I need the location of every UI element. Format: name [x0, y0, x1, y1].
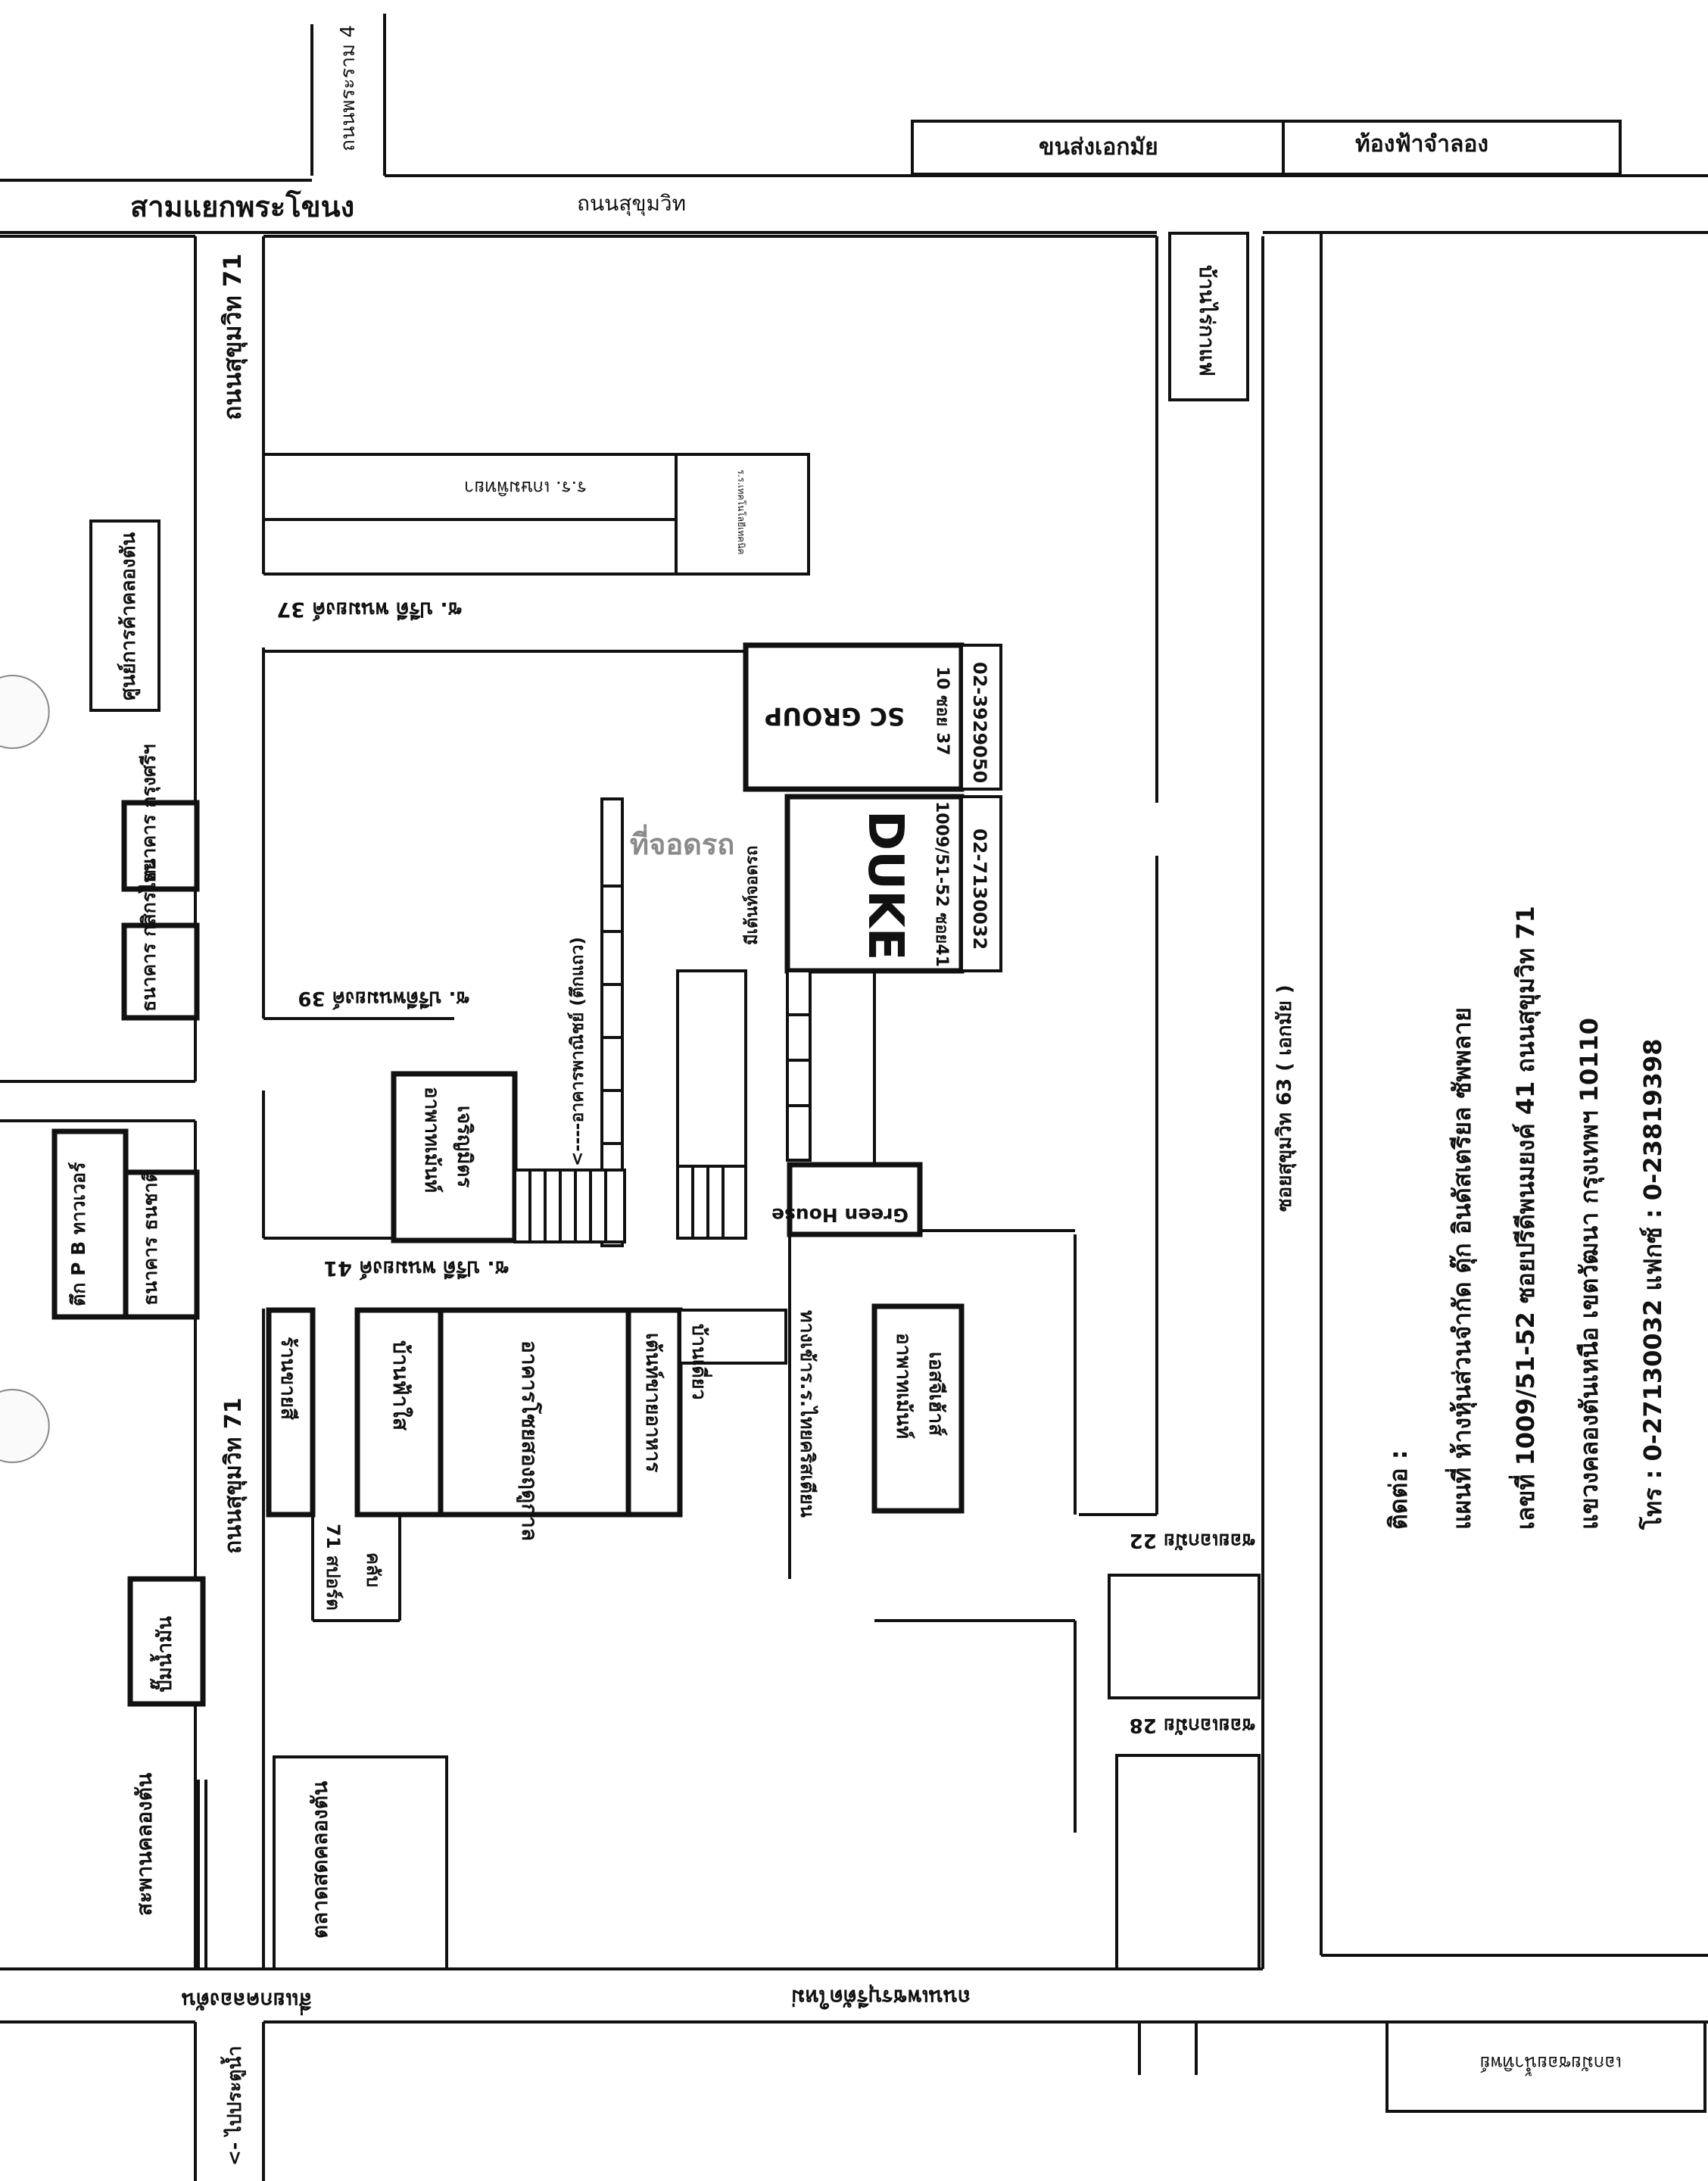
green-house-label: Green House	[771, 1204, 909, 1226]
coffee-house-label: บ้านไร่กาแฟ	[1195, 265, 1219, 376]
sg-house-box	[871, 1303, 965, 1514]
ban-fa-sai-label: บ้านฟ้าใส	[388, 1340, 413, 1431]
contact-line-4: แขวงคลองตันเหนือ เขตวัฒนา กรุงเทพฯ 10110	[1575, 1018, 1605, 1530]
middle-stairs	[676, 1165, 747, 1240]
coffee-house-box	[1168, 232, 1249, 401]
tech-school-label: ร.ร.เทคโนโลยีเทคนิค	[736, 470, 746, 554]
ekkamai-28-label: ซอยเอกมัย 28	[1130, 1714, 1255, 1736]
planetarium-box	[1282, 120, 1622, 176]
green-house-box	[787, 1162, 923, 1237]
ekkamai-22-28-block	[1108, 1574, 1261, 1699]
thai-christian-school-label: ทางเข้าร.ร.ไทยคริสเตียน	[796, 1310, 819, 1518]
sukhumvit71-bottom-label: ถนนสุขุมวิท 71	[220, 1397, 248, 1554]
row-buildings-label: <----อาคารพาณิชย์ (ตึกแถว)	[567, 937, 588, 1166]
parking-label: ที่จอดรถ	[630, 824, 734, 861]
thanachart-bank-box	[123, 1169, 200, 1320]
thanachart-bank-label: ธนาคาร ธนชาติ	[139, 1170, 161, 1306]
house-label: บ้านเดี่ยว	[688, 1324, 712, 1399]
restaurant-building-label: อาคารโซยสองฤดูกาล	[516, 1340, 543, 1541]
ekkamai-22-label: ซอยเอกมัย 22	[1130, 1529, 1255, 1552]
contact-line-2: แผนที่ ห้างหุ้นส่วนจำกัด ดุ๊ก อินดัสเตรี…	[1445, 1007, 1478, 1530]
pratunam-label: <- ไปประตูน้ำ	[220, 2045, 247, 2166]
rama4-road-label: ถนนพระราม 4	[337, 25, 360, 151]
food-tent-box	[625, 1307, 683, 1518]
contact-line-1: ติดต่อ :	[1384, 1450, 1413, 1530]
charoenmit-apartment-label: อาพาทเม้นท์	[420, 1087, 444, 1193]
kasikorn-bank-box	[121, 922, 200, 1021]
binder-hole-bottom	[0, 1389, 50, 1463]
khon-song-ekkamai-box	[911, 120, 1285, 176]
sc-group-box	[743, 642, 965, 792]
sg-house-label: อาพาทเม้นท์	[892, 1333, 915, 1439]
charoenmit-apartment-box	[391, 1071, 518, 1243]
pb-tower-label: ตึก P B ทาวเวอร์	[67, 1162, 89, 1306]
pb-tower-box	[51, 1128, 129, 1320]
middle-building-box	[676, 969, 747, 1168]
khlong-tan-bridge-lines	[197, 1780, 207, 1969]
khon-song-ekkamai-label: ขนส่งเอกมัย	[1039, 134, 1158, 161]
kasemrad-school-label: ร.ร. เกษมพิทยา	[464, 477, 587, 498]
khlong-tan-market-box	[273, 1755, 448, 1970]
kasikorn-bank-label: ธนาคาร กสิกรไทย	[137, 859, 160, 1012]
soi-41-label: ซ. ปรีดี พนมยงค์ 41	[323, 1256, 509, 1281]
khlong-tan-center-box	[89, 520, 161, 712]
krungsri-bank-label: ธนาคาร กรุงศรีฯ	[138, 744, 161, 883]
sc-group-soi: 10 ซอย 37	[933, 666, 952, 756]
sukhumvit63-label: ซอยสุขุมวิท 63 ( เอกมัย )	[1273, 984, 1297, 1212]
binder-hole-top	[0, 675, 50, 749]
ekkamai-soi-label: เอกมัยซอยน้ำทิพย์	[1480, 2052, 1622, 2076]
ekkamai-28-block	[1115, 1754, 1261, 1970]
restaurant-building-box	[438, 1307, 631, 1518]
gas-station-label: ปั๊มน้ำมัน	[149, 1616, 176, 1693]
right-block	[1320, 232, 1708, 1957]
contact-line-5: โทร : 0-27130032 แฟกซ์ : 0-23819398	[1638, 1039, 1667, 1530]
ekkamai-soi-box	[1385, 2020, 1706, 2113]
sport-club-label: 71 สปอร์ต	[323, 1524, 344, 1611]
phra-khanong-junction-label: สามแยกพระโขนง	[130, 189, 354, 223]
house-box	[678, 1309, 787, 1365]
sport-club-box	[311, 1515, 401, 1622]
sport-club-label-b: คลับ	[363, 1552, 384, 1587]
duke-phone-box	[960, 795, 1002, 972]
new-petchburi-label: ถนนเพชรบุรีตัดใหม่	[791, 1984, 971, 2010]
sc-group-phone: 02-3929050	[969, 662, 990, 783]
krungsri-bank-box	[121, 800, 200, 892]
left-stairs	[513, 1169, 626, 1243]
contact-line-3: เลขที่ 1009/51-52 ซอยปรีดีพนมยงค์ 41 ถนน…	[1508, 906, 1541, 1530]
sc-group-label: SC GROUP	[765, 702, 905, 731]
sc-group-phone-box	[960, 644, 1002, 791]
paint-shop-box	[266, 1307, 316, 1518]
khlong-tan-center-label: ศูนย์การค้าคลองตัน	[117, 532, 141, 700]
paint-shop-label: ร้านขายสี	[276, 1337, 299, 1420]
khlong-tan-market-label: ตลาดสดคลองตัน	[307, 1781, 332, 1939]
duke-phone: 02-7130032	[969, 828, 990, 950]
planetarium-label: ท้องฟ้าจำลอง	[1355, 131, 1488, 158]
parking-sub-label: มีเต้นท์จอดรถ	[742, 846, 762, 945]
soi-39-label: ซ. ปรีดีพนมยงค์ 39	[298, 987, 469, 1010]
contact-info: ติดต่อ : แผนที่ ห้างหุ้นส่วนจำกัด ดุ๊ก อ…	[1384, 906, 1667, 1530]
sukhumvit71-top-label: ถนนสุขุมวิท 71	[218, 254, 248, 420]
khlong-tan-bridge-label: สะพานคลองตัน	[132, 1773, 157, 1916]
sukhumvit71-road-lines	[0, 235, 265, 1969]
sg-house-label-b: เอสจีเฮ้าส์	[924, 1352, 948, 1436]
khlong-tan-junction-label: สี่แยกคลองตัน	[182, 1988, 312, 2016]
duke-address: 1009/51-52 ซอย41	[932, 801, 951, 967]
duke-label: DUKE	[857, 810, 913, 960]
gas-station-box	[127, 1576, 206, 1707]
soi-37-label: ซ. ปรีดี พนมยงค์ 37	[276, 598, 462, 622]
charoenmit-apartment-label-b: เจริญมิตร	[453, 1106, 475, 1187]
sukhumvit-road-label: ถนนสุขุมวิท	[577, 191, 686, 217]
tech-school-box	[675, 453, 810, 576]
duke-side-stripe	[786, 969, 812, 1162]
kasemrad-school-box	[262, 453, 678, 521]
food-tent-label: เต้นท์ขายอาหาร	[641, 1333, 665, 1472]
